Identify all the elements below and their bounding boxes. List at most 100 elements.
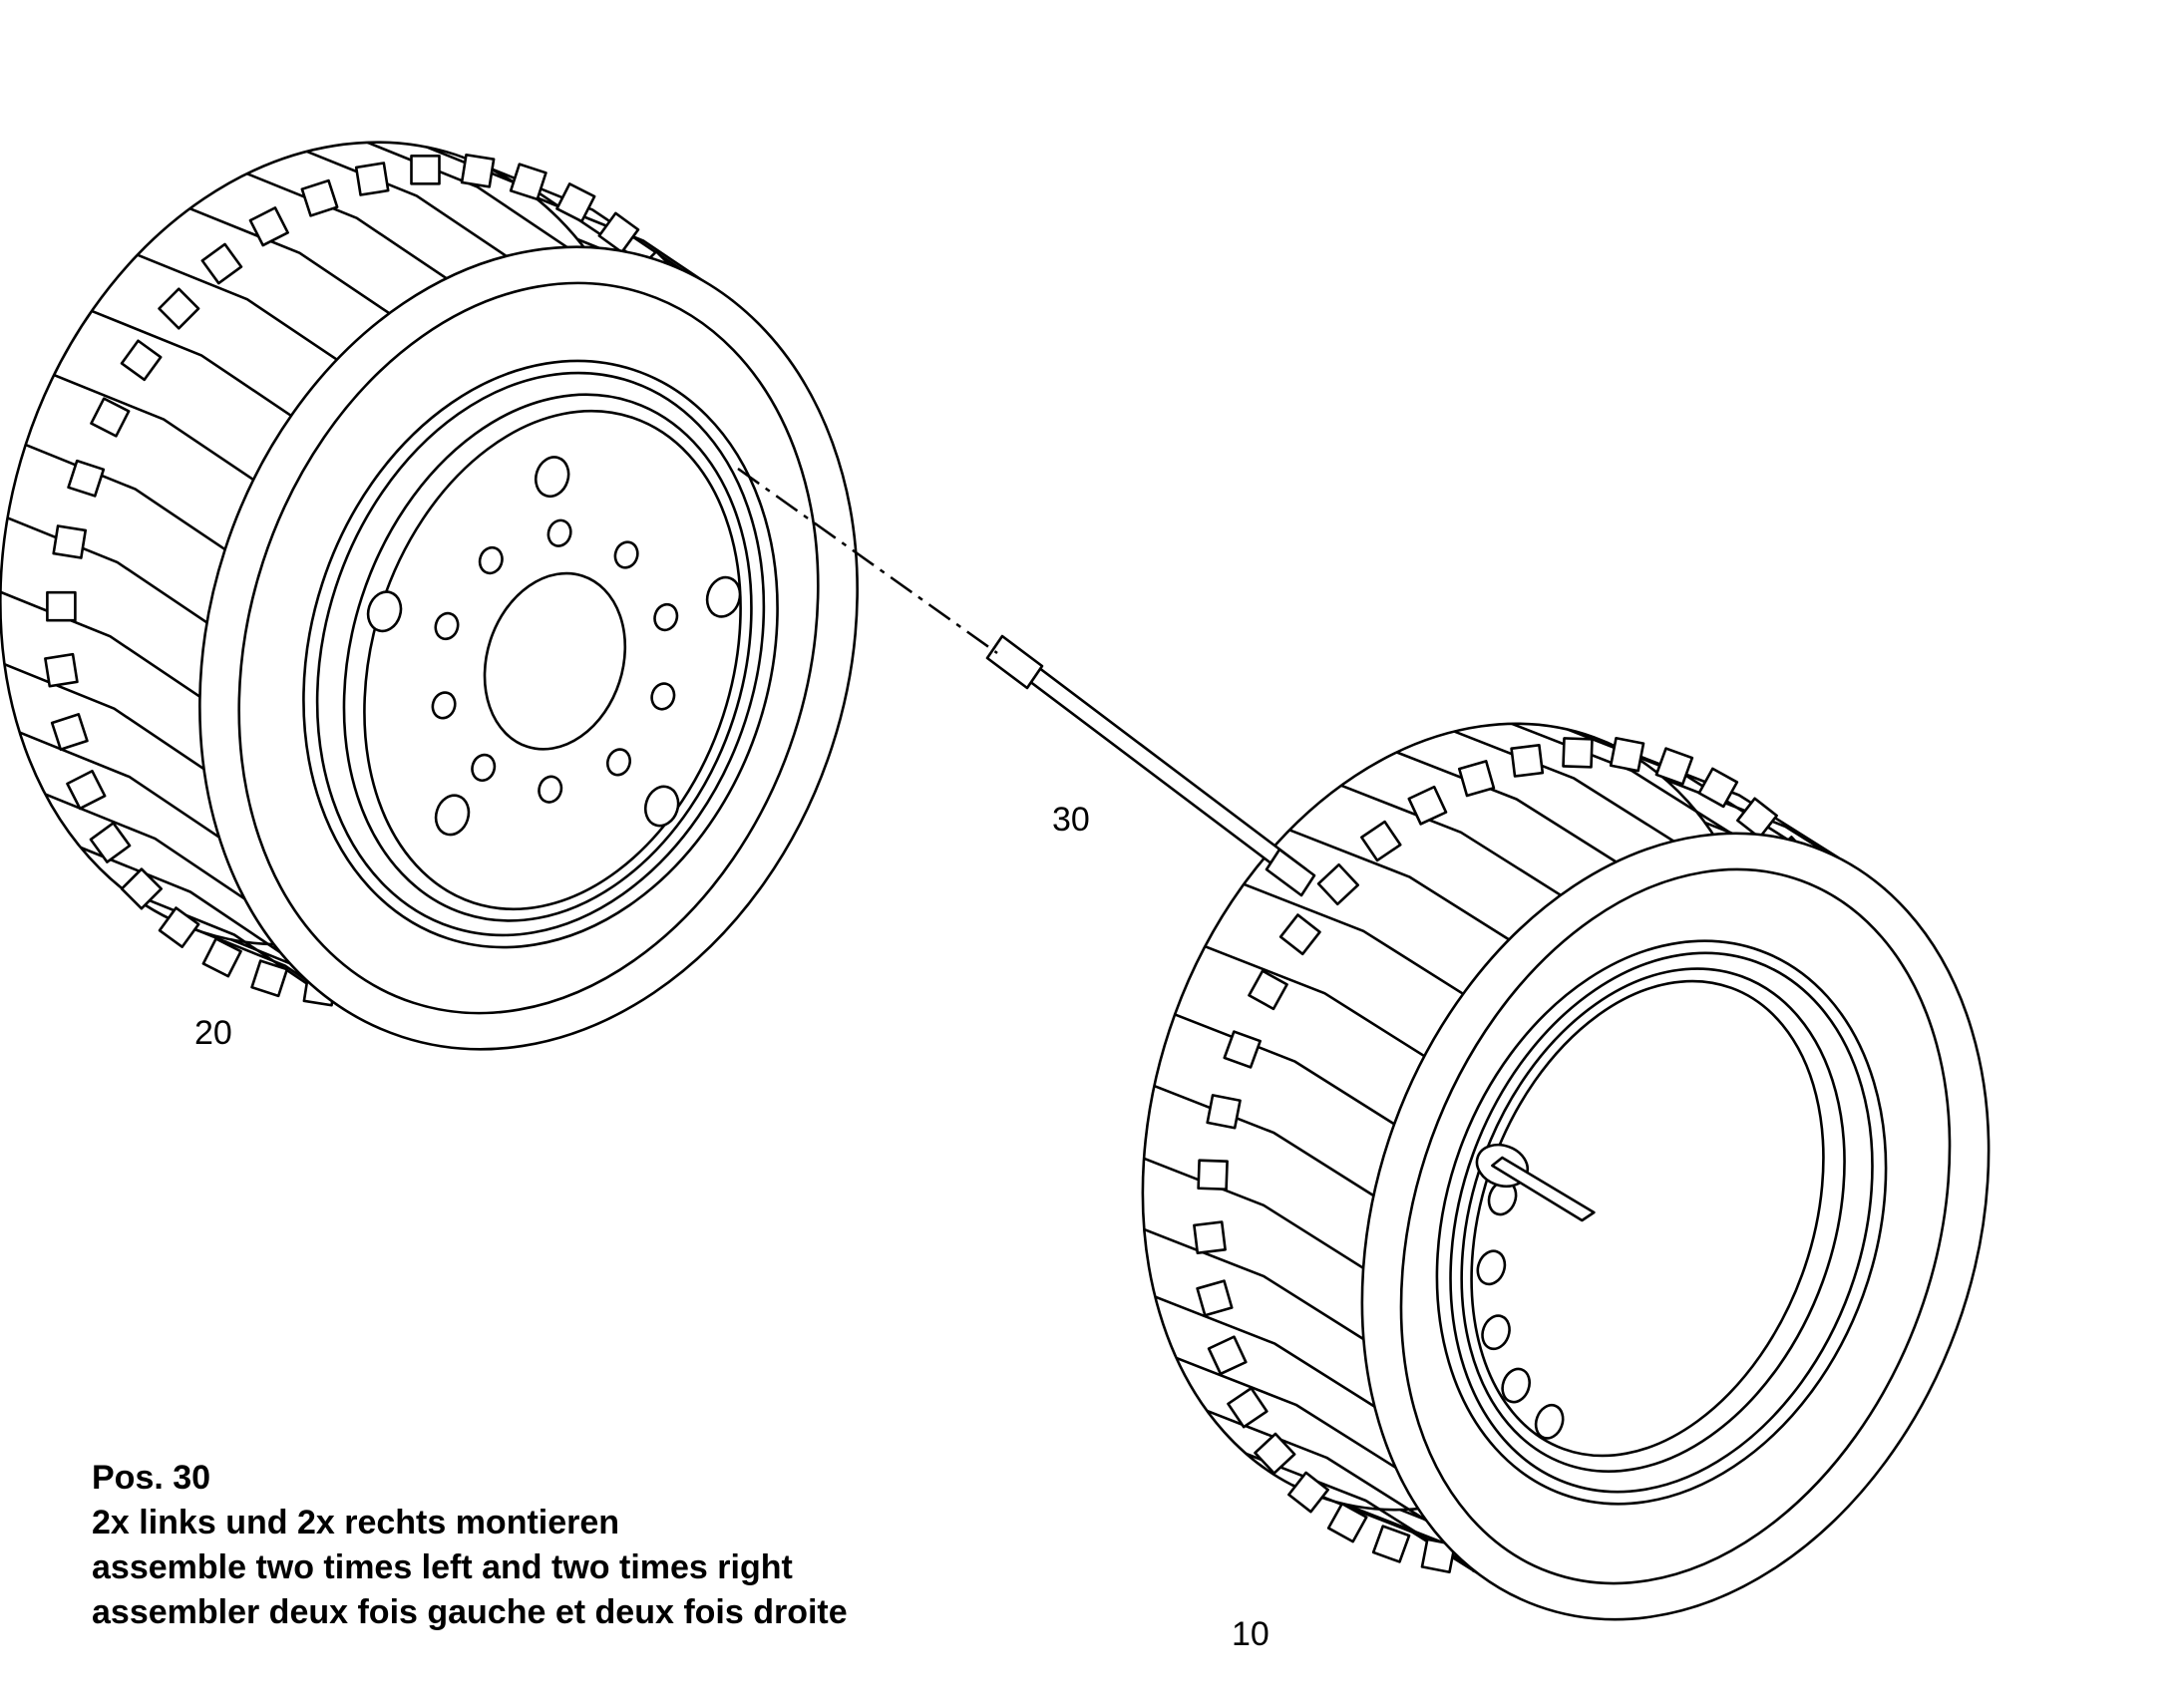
note-line-french: assembler deux fois gauche et deux fois … bbox=[92, 1593, 848, 1631]
tread-lug bbox=[7, 516, 208, 624]
stud-hole bbox=[1534, 1403, 1565, 1440]
stud-hole bbox=[471, 753, 497, 783]
tread-lug bbox=[1288, 829, 1510, 941]
assembly-centerline bbox=[737, 467, 998, 655]
tread-lug bbox=[91, 309, 292, 417]
tread-lug bbox=[1176, 1356, 1397, 1469]
tread-lug bbox=[1174, 1013, 1395, 1126]
tread-block bbox=[1248, 969, 1288, 1011]
stud-hole bbox=[1476, 1249, 1507, 1286]
tread-block bbox=[1736, 797, 1778, 840]
callout-10: 10 bbox=[1232, 1615, 1270, 1653]
tread-block bbox=[1420, 1537, 1457, 1574]
tread-lug bbox=[1153, 1084, 1375, 1197]
tread-block bbox=[120, 339, 163, 382]
tread-block bbox=[50, 713, 89, 751]
note-line-german: 2x links und 2x rechts montieren bbox=[92, 1504, 620, 1541]
tread-block bbox=[200, 242, 243, 285]
tread-block bbox=[410, 155, 441, 185]
stem-end-bottom bbox=[1265, 848, 1316, 897]
tread-block bbox=[1326, 1502, 1368, 1543]
tread-block bbox=[597, 211, 640, 254]
stud-hole bbox=[546, 518, 572, 547]
wheel-20 bbox=[0, 141, 859, 1051]
tread-lug bbox=[1204, 944, 1425, 1058]
tread-block bbox=[1254, 1432, 1296, 1475]
tread-lug bbox=[1143, 1157, 1364, 1269]
tread-block bbox=[52, 524, 88, 559]
tread-block bbox=[90, 397, 131, 438]
tread-block bbox=[460, 153, 496, 188]
tread-lug bbox=[1340, 784, 1562, 896]
tread-lug bbox=[0, 590, 201, 698]
tread-block bbox=[1207, 1335, 1248, 1376]
stud-hole bbox=[653, 602, 679, 632]
tread-block bbox=[158, 906, 200, 948]
tread-block bbox=[1407, 785, 1448, 826]
stud-hole bbox=[478, 545, 504, 575]
tread-block bbox=[1562, 737, 1594, 769]
tread-block bbox=[120, 867, 163, 910]
vent-hole bbox=[434, 794, 471, 837]
vent-hole bbox=[534, 456, 570, 499]
note-title: Pos. 30 bbox=[92, 1459, 211, 1497]
tread-lug bbox=[4, 662, 205, 771]
stud-hole bbox=[1481, 1314, 1511, 1351]
tread-block bbox=[1197, 1159, 1229, 1191]
tread-lug bbox=[53, 373, 254, 482]
assembly-note: Pos. 30 2x links und 2x rechts montieren… bbox=[92, 1456, 848, 1635]
tread-block bbox=[158, 287, 200, 330]
tread-lug bbox=[80, 846, 281, 954]
tread-lug bbox=[124, 888, 325, 997]
tread-lug bbox=[1453, 730, 1674, 843]
tread-block bbox=[89, 822, 132, 863]
stud-hole bbox=[1501, 1367, 1531, 1404]
stud-hole bbox=[613, 540, 639, 569]
tread-block bbox=[46, 590, 77, 622]
tread-block bbox=[1223, 1030, 1262, 1069]
tread-block bbox=[67, 459, 106, 498]
tread-block bbox=[1227, 1386, 1269, 1429]
wheel-10 bbox=[1141, 722, 1991, 1621]
tread-lug bbox=[19, 731, 220, 839]
tread-block bbox=[300, 178, 339, 217]
tread-lug bbox=[1143, 1227, 1365, 1341]
tread-block bbox=[1609, 736, 1645, 773]
tread-lug bbox=[367, 141, 568, 248]
tread-block bbox=[66, 769, 107, 811]
tread-lug bbox=[1206, 1409, 1427, 1522]
tread-block bbox=[555, 182, 596, 223]
tread-block bbox=[1697, 767, 1739, 809]
tread-block bbox=[1193, 1220, 1227, 1255]
vent-hole bbox=[705, 575, 742, 618]
tread-lug bbox=[25, 443, 226, 551]
tread-block bbox=[1457, 760, 1496, 798]
tread-lug bbox=[1154, 1295, 1375, 1408]
tread-block bbox=[248, 206, 289, 247]
tread-lug bbox=[45, 793, 246, 900]
tread-lug bbox=[306, 150, 508, 257]
hub-bore bbox=[483, 571, 627, 751]
tread-block bbox=[1510, 743, 1545, 778]
callout-20: 20 bbox=[194, 1014, 232, 1052]
tread-block bbox=[1278, 913, 1321, 956]
tread-block bbox=[1196, 1279, 1234, 1317]
tread-block bbox=[1371, 1525, 1411, 1563]
tread-block bbox=[201, 937, 242, 978]
tread-block bbox=[509, 163, 547, 201]
tread-lug bbox=[1396, 751, 1618, 863]
tread-lug bbox=[1243, 882, 1464, 995]
tread-lug bbox=[188, 206, 391, 315]
stud-hole bbox=[650, 682, 676, 711]
callout-30: 30 bbox=[1052, 801, 1090, 839]
stud-hole bbox=[605, 748, 632, 777]
tread-block bbox=[1360, 820, 1402, 862]
tread-lug bbox=[246, 171, 448, 280]
tread-block bbox=[1287, 1471, 1329, 1514]
stem-end-top bbox=[985, 634, 1044, 690]
stud-hole bbox=[538, 775, 563, 804]
tread-block bbox=[1316, 862, 1359, 906]
tread-block bbox=[250, 959, 289, 998]
stud-hole bbox=[434, 611, 460, 641]
